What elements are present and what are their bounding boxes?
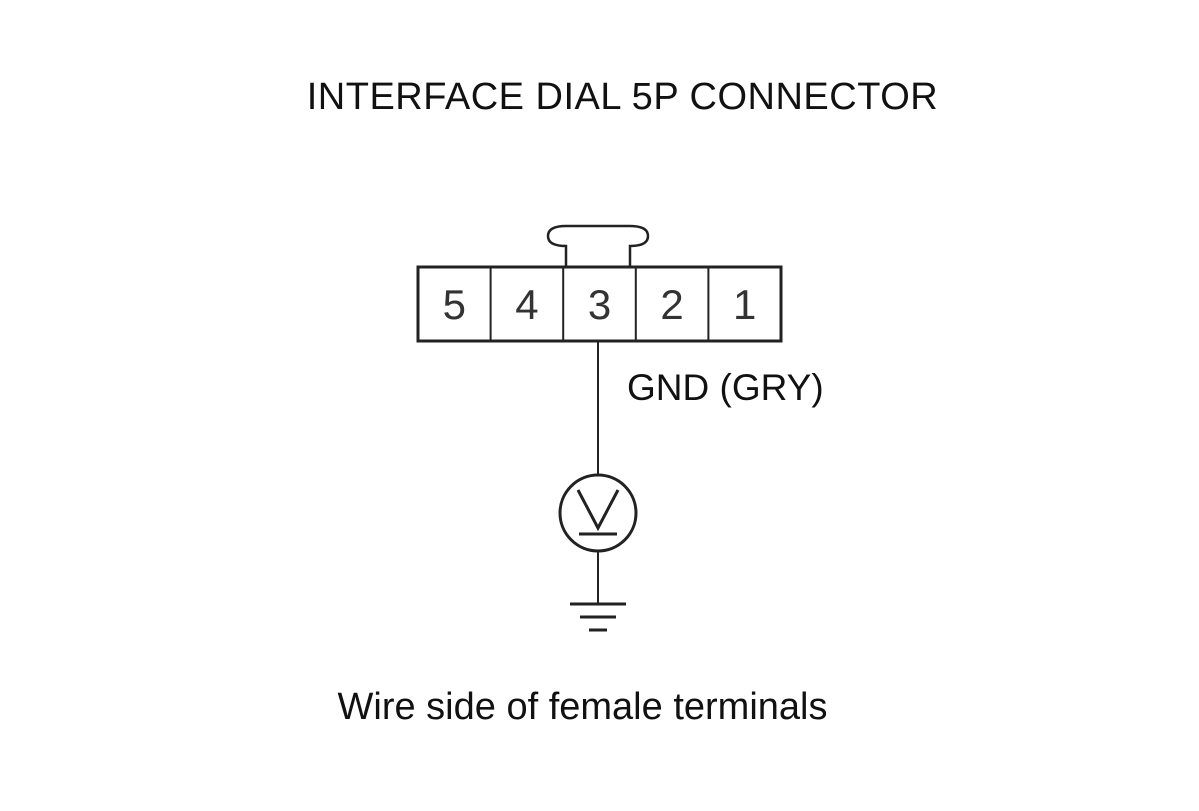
- pin-1-label: 1: [733, 281, 756, 328]
- connector-latch: [546, 224, 650, 267]
- wire-label: GND (GRY): [627, 367, 824, 408]
- pin-4-label: 4: [515, 281, 538, 328]
- ground-icon: [570, 602, 626, 632]
- diagram-title: INTERFACE DIAL 5P CONNECTOR: [306, 76, 939, 118]
- pin-3-label: 3: [588, 281, 611, 328]
- footer-caption: Wire side of female terminals: [337, 686, 828, 728]
- voltmeter-icon: [558, 473, 638, 553]
- connector-body: [416, 265, 783, 343]
- pin-2-label: 2: [660, 281, 683, 328]
- pin-5-label: 5: [443, 281, 466, 328]
